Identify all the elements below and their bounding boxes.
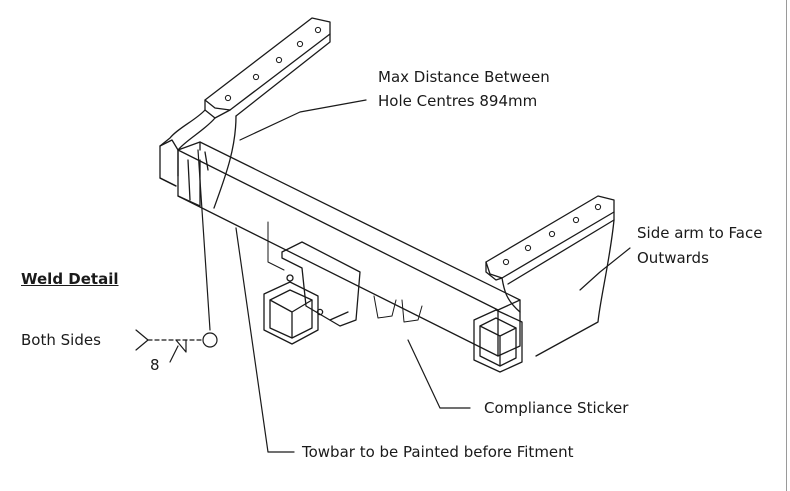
label-compliance-sticker: Compliance Sticker: [484, 399, 629, 417]
right-arm-holes: [502, 203, 602, 266]
label-side-arm-line2: Outwards: [637, 249, 709, 267]
right-side-arm: [485, 195, 615, 357]
hitch-receiver: [263, 241, 361, 345]
weld-symbol: [135, 329, 218, 363]
label-both-sides: Both Sides: [21, 331, 101, 349]
bar-detail-plates: [267, 221, 423, 323]
left-arm-holes: [224, 26, 322, 102]
label-towbar-painted: Towbar to be Painted before Fitment: [302, 443, 574, 461]
page-edge-border: [786, 0, 787, 491]
leader-lines: [197, 99, 631, 453]
label-weld-size: 8: [150, 356, 160, 374]
left-side-arm: [159, 17, 331, 209]
label-max-distance-line2: Hole Centres 894mm: [378, 92, 538, 110]
label-weld-detail: Weld Detail: [21, 270, 119, 288]
main-crossbar: [159, 141, 521, 357]
label-max-distance-line1: Max Distance Between: [378, 68, 550, 86]
label-side-arm-line1: Side arm to Face: [637, 224, 763, 242]
right-end-tube: [473, 309, 523, 373]
